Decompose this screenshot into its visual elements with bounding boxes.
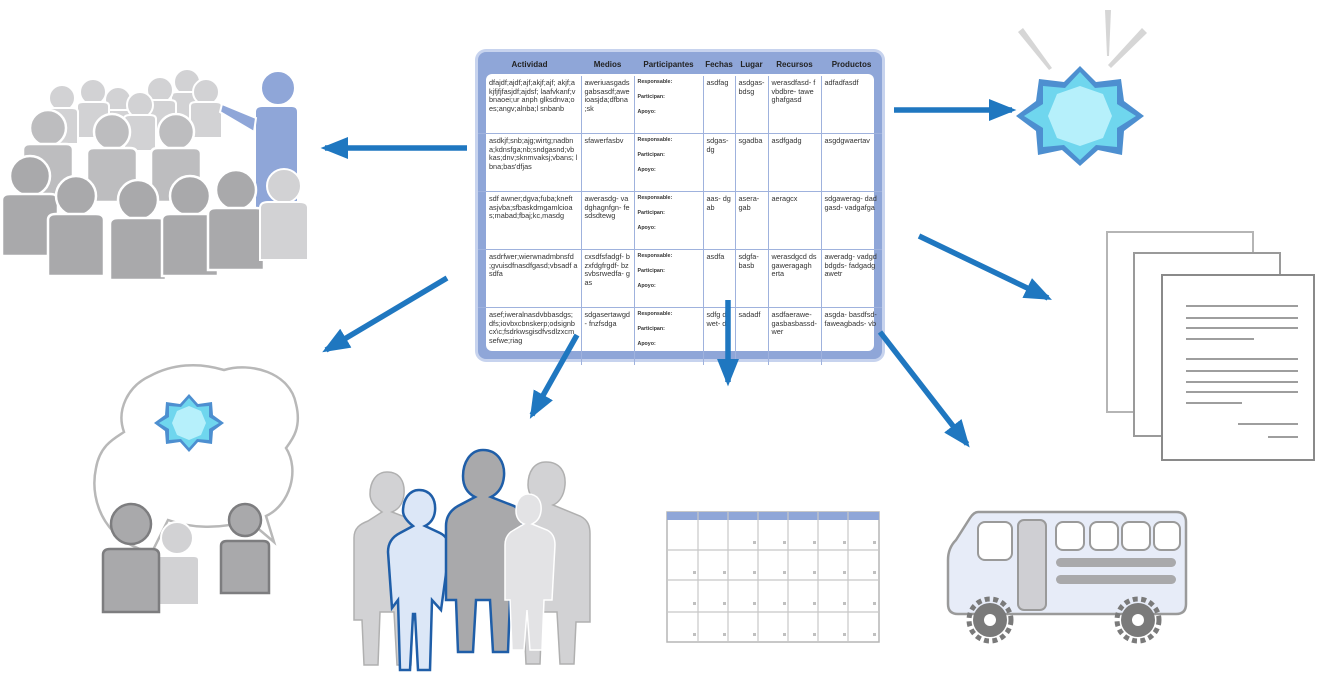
table-cell: asef;iweralnasdvbbasdgs; dfs;iovbxcbnske… (478, 307, 582, 365)
column-header: Actividad (511, 59, 548, 69)
role-label: Apoyo: (637, 225, 656, 231)
table-cell: dfajdf;ajdf;ajf;akjf;ajf; akjf;akjfjfjfa… (478, 76, 582, 134)
table-cell: adfadfasdf (821, 76, 882, 134)
table-cell: sdf awner;dgva;fuba;kneft asjvba;sfbaskd… (478, 191, 582, 250)
role-label: Participan: (637, 210, 665, 216)
discussion-bubble-icon (93, 364, 300, 614)
table-cell: sdgas- dg (703, 133, 736, 192)
participants-roles-cell: Responsable: Participan: Apoyo: (634, 133, 704, 192)
activity-plan-table: Actividad Medios Participantes Fechas Lu… (478, 52, 882, 365)
arrow-to-documents (917, 233, 1052, 301)
table-header-row: Actividad Medios Participantes Fechas Lu… (478, 52, 882, 76)
table-cell: sdgawerag- dadgasd- vadgafga (821, 191, 882, 250)
column-header: Productos (831, 59, 872, 69)
table-cell: sgadba (735, 133, 769, 192)
role-label: Apoyo: (637, 167, 656, 173)
column-header: Lugar (740, 59, 763, 69)
table-cell: asdfag (703, 76, 736, 134)
table-cell: asera- gab (735, 191, 769, 250)
table-cell: sfawerfasbv (581, 133, 635, 192)
table-cell: asdfgadg (768, 133, 822, 192)
table-cell: werasdfasd- fvbdbre- taweghafgasd (768, 76, 822, 134)
table-row: sdf awner;dgva;fuba;kneft asjvba;sfbaskd… (478, 191, 882, 250)
role-label: Participan: (637, 94, 665, 100)
table-cell: cxsdfsfadgf- bzxfdgfrgdf- bzsvbsrwedfa- … (581, 249, 635, 308)
role-label: Responsable: (637, 311, 673, 317)
participants-roles-cell: Responsable: Participan: Apoyo: (634, 191, 704, 250)
table-cell: aas- dgab (703, 191, 736, 250)
table-cell: asdfaerawe- gasbasbassd- wer (768, 307, 822, 365)
idea-star-icon (1016, 10, 1147, 166)
role-label: Responsable: (637, 137, 673, 143)
column-header: Fechas (705, 59, 733, 69)
table-cell: aweradg- vadgdbdgds- fadgadgawetr (821, 249, 882, 308)
table-cell: sdgasertawgd- fnzfsdga (581, 307, 635, 365)
participants-roles-cell: Responsable: Participan: Apoyo: (634, 249, 704, 308)
column-header: Participantes (643, 59, 694, 69)
table-cell: aeragcx (768, 191, 822, 250)
family-group-icon (353, 448, 591, 672)
table-cell: sdgfa- basb (735, 249, 769, 308)
table-cell: awerasdg- vadghagnfgn- fesdsdtewg (581, 191, 635, 250)
documents-icon (1106, 231, 1315, 461)
table-row: asef;iweralnasdvbbasdgs; dfs;iovbxcbnske… (478, 307, 882, 365)
arrow-to-bus (877, 330, 970, 448)
calendar-grid-icon (666, 511, 880, 643)
role-label: Apoyo: (637, 283, 656, 289)
role-label: Participan: (637, 268, 665, 274)
column-header: Recursos (776, 59, 813, 69)
role-label: Responsable: (637, 195, 673, 201)
table-cell: asdfa (703, 249, 736, 308)
role-label: Apoyo: (637, 109, 656, 115)
table-cell: sdfg dwet- dg (703, 307, 736, 365)
arrow-to-discussion (322, 275, 449, 353)
presentation-audience-icon (0, 68, 309, 282)
table-cell: asgda- basdfsd- faweagbads- vb (824, 310, 877, 328)
table-cell: werasdgcd dsgaweragagh erta (768, 249, 822, 308)
table-row: asdkjf;snb;ajg;wirtg;nadbn a;kdnsfga;nb;… (478, 133, 882, 192)
table-cell: sadadf (735, 307, 769, 365)
table-row: asdrfwer;wierwnadmbnsfd ;gvuisdfnasdfgas… (478, 249, 882, 308)
table-cell: asdkjf;snb;ajg;wirtg;nadbn a;kdnsfga;nb;… (478, 133, 582, 192)
table-row: dfajdf;ajdf;ajf;akjf;ajf; akjf;akjfjfjfa… (478, 76, 882, 134)
role-label: Apoyo: (637, 341, 656, 347)
table-cell: asdgas- bdsg (735, 76, 769, 134)
role-label: Participan: (637, 326, 665, 332)
participants-roles-cell: Responsable: Participan: Apoyo: (634, 307, 704, 365)
role-label: Responsable: (637, 253, 673, 259)
table-cell: aweriuasgads gabsasdf;awe ioasjda;dfbna … (581, 76, 635, 134)
participants-roles-cell: Responsable: Participan: Apoyo: (634, 76, 704, 134)
role-label: Participan: (637, 152, 665, 158)
table-cell: asdrfwer;wierwnadmbnsfd ;gvuisdfnasdfgas… (478, 249, 582, 308)
role-label: Responsable: (637, 79, 673, 85)
table-cell: asgdgwaertav (821, 133, 882, 192)
column-header: Medios (593, 59, 622, 69)
school-bus-icon (946, 510, 1188, 644)
